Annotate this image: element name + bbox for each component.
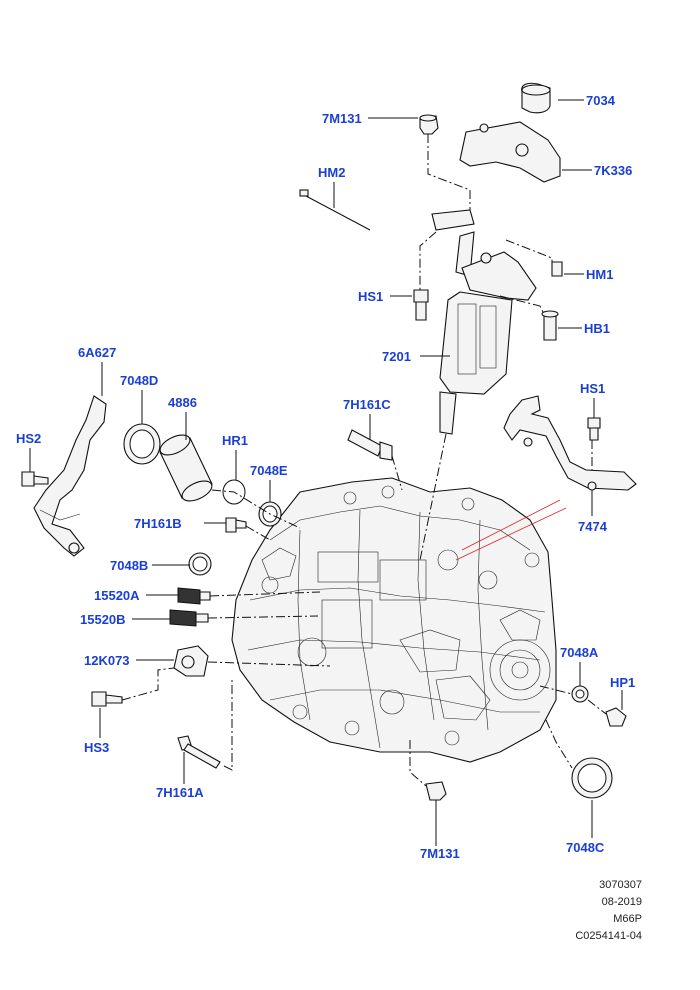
label-HS1-right: HS1	[580, 381, 605, 396]
label-HS1-top: HS1	[358, 289, 383, 304]
label-12K073: 12K073	[84, 653, 130, 668]
label-HS3: HS3	[84, 740, 109, 755]
seal-7048A	[571, 685, 589, 703]
bolt-HS1-right	[587, 417, 601, 441]
label-7201: 7201	[382, 349, 411, 364]
sensor-15520A	[177, 587, 211, 605]
bolt-7H161B	[225, 517, 247, 533]
bolt-HS3	[91, 691, 123, 707]
label-7048B: 7048B	[110, 558, 148, 573]
seal-7048D	[123, 423, 161, 465]
label-7048E: 7048E	[250, 463, 288, 478]
label-HP1: HP1	[610, 675, 635, 690]
label-7048C: 7048C	[566, 840, 605, 855]
label-7048A: 7048A	[560, 645, 599, 660]
label-HM1: HM1	[586, 267, 613, 282]
bracket-6A627	[33, 395, 107, 557]
reference-lines	[455, 499, 567, 561]
label-7M131-bottom: 7M131	[420, 846, 460, 861]
label-HS2: HS2	[16, 431, 41, 446]
transmission-case	[231, 477, 557, 763]
label-7474: 7474	[578, 519, 608, 534]
bolt-7H161C	[347, 429, 393, 461]
label-15520B: 15520B	[80, 612, 126, 627]
bolt-HS1-top	[413, 289, 429, 321]
pin-HM1	[551, 261, 563, 277]
stud-HB1	[541, 310, 559, 341]
label-7M131-top: 7M131	[322, 111, 362, 126]
circlip-HR1	[222, 479, 246, 505]
sensor-12K073	[173, 645, 209, 677]
callout-labels: 7034 7M131 7K336 HM2 HM1 HS1 HB1 7201 6A…	[16, 93, 635, 861]
cable-tie-HM2	[299, 189, 371, 231]
label-7H161B: 7H161B	[134, 516, 182, 531]
footer-date: 08-2019	[601, 896, 642, 908]
label-4886: 4886	[168, 395, 197, 410]
bolt-7M131-bottom	[425, 781, 447, 801]
label-15520A: 15520A	[94, 588, 140, 603]
seal-7048B	[188, 552, 212, 576]
selector-housing-7201	[431, 209, 537, 435]
label-7048D: 7048D	[120, 373, 158, 388]
leader-lines	[29, 99, 623, 846]
sensor-15520B	[169, 609, 209, 627]
footer-model: M66P	[613, 913, 642, 925]
label-HB1: HB1	[584, 321, 610, 336]
footer-info: 3070307 08-2019 M66P C0254141-04	[522, 877, 642, 945]
label-7H161A: 7H161A	[156, 785, 204, 800]
bolt-7H161A	[177, 735, 221, 769]
bolt-7M131-top	[419, 114, 439, 135]
label-7K336: 7K336	[594, 163, 632, 178]
label-6A627: 6A627	[78, 345, 116, 360]
seal-7048C	[571, 757, 613, 799]
plug-HP1	[605, 707, 627, 727]
label-7H161C: 7H161C	[343, 397, 391, 412]
footer-code: 3070307	[599, 879, 642, 891]
bearing-sleeve-4886	[159, 434, 213, 502]
footer-ref: C0254141-04	[575, 930, 642, 942]
label-7034: 7034	[586, 93, 616, 108]
cable-bracket-7K336	[459, 121, 561, 183]
bracket-7474	[503, 395, 637, 491]
selector-knob-7034	[521, 82, 551, 114]
label-HR1: HR1	[222, 433, 248, 448]
assembly-lines	[121, 134, 607, 787]
label-HM2: HM2	[318, 165, 345, 180]
bolt-HS2	[21, 471, 49, 487]
